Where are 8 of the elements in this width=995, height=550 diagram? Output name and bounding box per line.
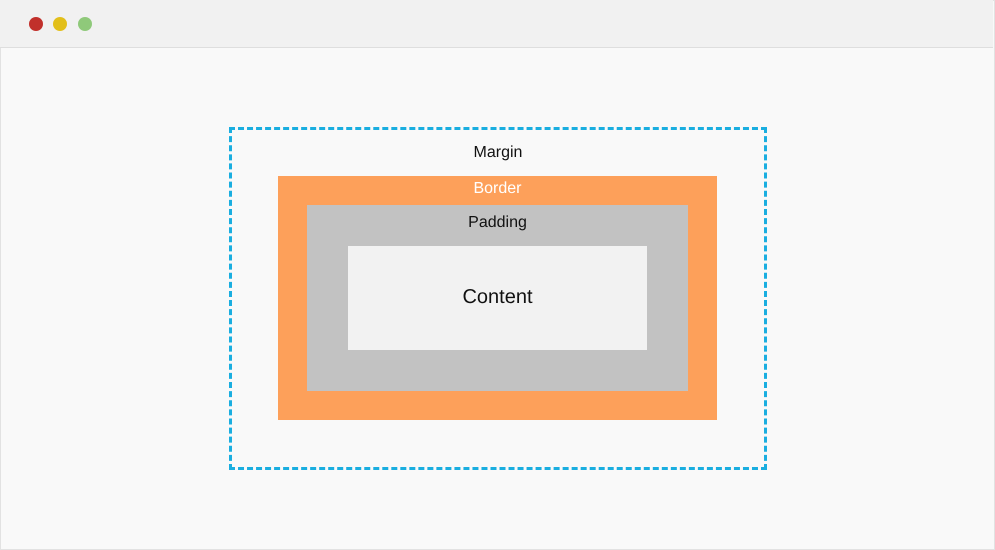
box-label: Margin (472, 144, 524, 162)
padding-box (307, 205, 688, 391)
content-box (348, 246, 647, 350)
margin-box (229, 127, 767, 470)
border-box (278, 176, 717, 420)
box-label: Padding (467, 214, 528, 232)
box-label: Border (472, 180, 523, 198)
box-label: Content (461, 286, 534, 309)
